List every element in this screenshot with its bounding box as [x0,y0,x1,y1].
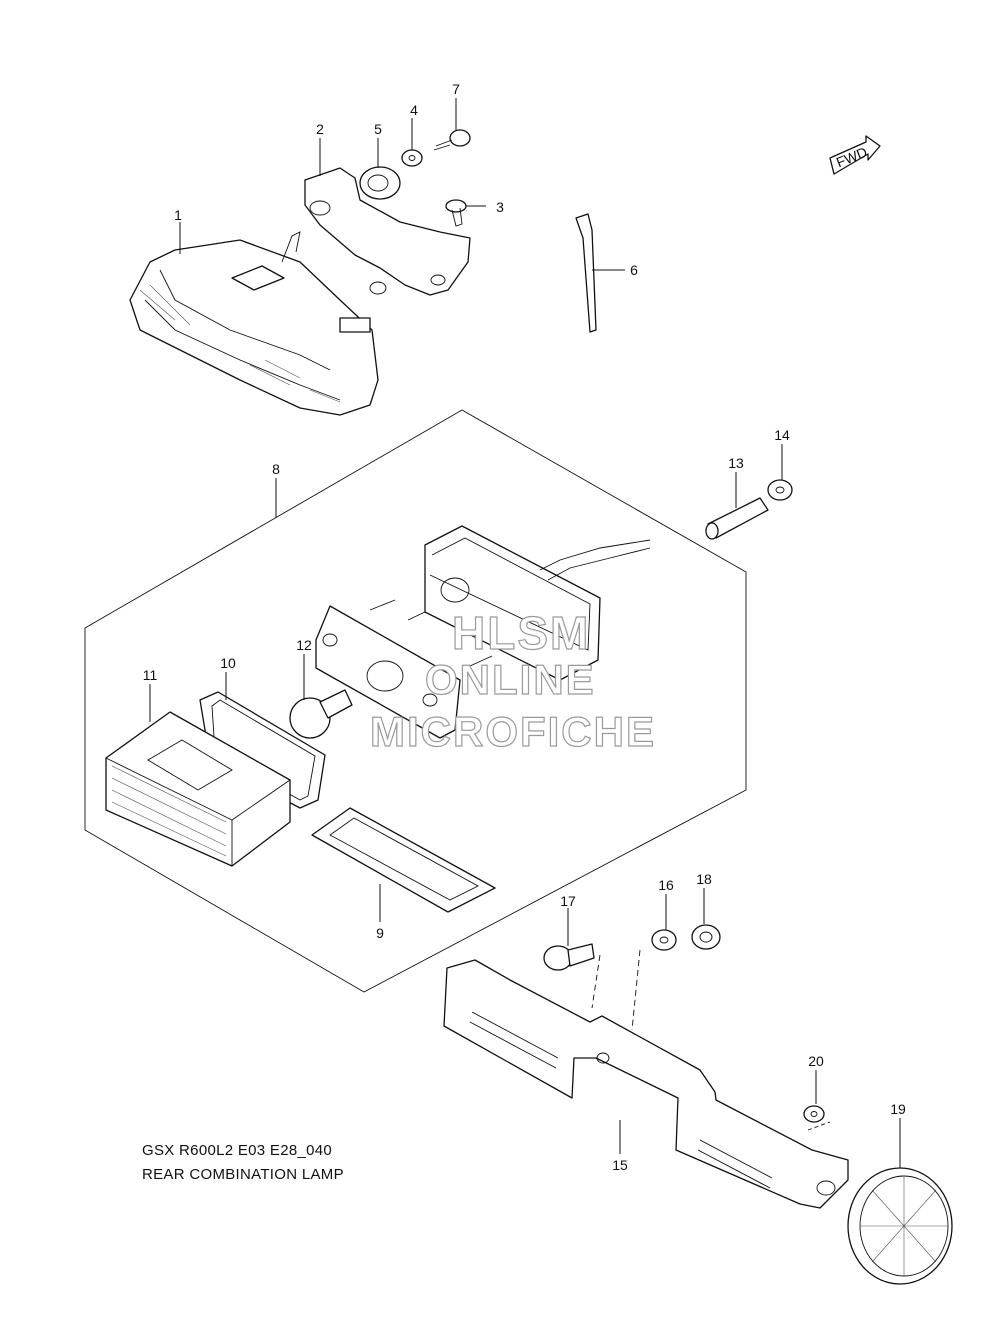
callout-20: 20 [808,1053,824,1069]
diagram-code: GSX R600L2 E03 E28_040 [142,1142,333,1159]
watermark-line-1: HLSM [451,606,591,659]
mount-washer [651,929,677,951]
fwd-arrow-icon: FWD [829,135,881,175]
lens-plate [311,807,496,913]
socket-plate [315,599,493,739]
bolt [433,129,471,151]
callout-2: 2 [316,121,324,137]
callout-17: 17 [560,893,576,909]
lamp-bracket [304,167,471,296]
cable-tie [575,213,597,333]
reflector-bracket [443,949,849,1209]
callout-15: 15 [612,1157,628,1173]
spacer-collar [705,497,769,540]
callout-5: 5 [374,121,382,137]
reflector-nut [803,1105,831,1131]
callout-16: 16 [658,877,674,893]
callout-10: 10 [220,655,236,671]
callout-19: 19 [890,1101,906,1117]
callout-4: 4 [410,102,418,118]
callout-leaders [149,98,901,1168]
callout-7: 7 [452,81,460,97]
callout-11: 11 [143,667,158,683]
lamp-kit-outline [84,409,747,993]
callout-3: 3 [496,199,504,215]
callout-12: 12 [296,637,312,653]
reflector [847,1167,953,1285]
watermark-line-3: MICROFICHE [369,707,656,755]
watermark-line-2: ONLINE [424,655,596,703]
lamp-lens [105,711,291,867]
bulb [289,689,353,739]
grommet [359,166,401,200]
tail-lamp-assembly [129,231,379,416]
callout-18: 18 [696,871,712,887]
callout-numbers: 1 2 3 4 5 6 7 8 9 10 11 12 13 14 15 16 1… [143,81,906,1173]
callout-13: 13 [728,455,744,471]
diagram-title: REAR COMBINATION LAMP [142,1166,344,1183]
mount-nut [691,924,721,950]
mount-bolt [543,943,595,971]
callout-14: 14 [774,427,790,443]
fwd-label: FWD [834,144,870,171]
callout-1: 1 [174,207,182,223]
callout-8: 8 [272,461,280,477]
nut [767,479,793,501]
washer [401,149,423,167]
callout-6: 6 [630,262,638,278]
screw [445,199,467,227]
callout-9: 9 [376,925,384,941]
